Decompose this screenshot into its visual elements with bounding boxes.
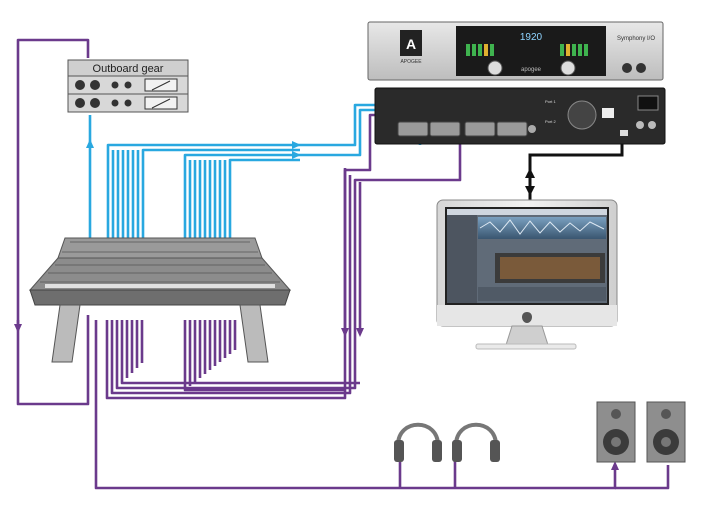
speaker-right: [646, 401, 686, 463]
brand-text: APOGEE: [400, 59, 422, 65]
mixing-console: [28, 237, 292, 363]
rear-port1-label: Port 1: [545, 99, 556, 104]
blue-arrow-upper: [292, 141, 301, 149]
center-logo: apogee: [521, 67, 542, 73]
outboard-return-cable: [16, 38, 90, 406]
symphony-io-rear: Port 1 Port 2: [374, 87, 666, 145]
front-knob-left: [487, 60, 503, 76]
brand-mark: A: [406, 36, 416, 52]
blue-arrow-lower: [292, 151, 301, 159]
black-arrow-up: [525, 168, 535, 178]
monitor-output-cable-2: [615, 465, 670, 490]
purple-arrow-mid-1: [341, 328, 349, 337]
headphone-jack-2: [636, 63, 646, 73]
outboard-gear-label: Outboard gear: [93, 63, 164, 75]
usb-cable: [528, 138, 624, 205]
purple-arrow-mid-2: [356, 328, 364, 337]
model-name: Symphony I/O: [617, 36, 655, 42]
symphony-io-front: A APOGEE 1920 apogee Symphony I/O: [367, 21, 664, 81]
purple-cable-group: [16, 38, 670, 490]
headphones-1: [394, 422, 442, 462]
purple-arrow-speaker: [611, 461, 619, 470]
monitor-output-cable: [94, 320, 617, 490]
sample-rate-display: 1920: [520, 32, 543, 43]
black-arrow-down: [525, 186, 535, 196]
purple-arrow-left: [14, 324, 22, 333]
apple-logo-icon: [522, 312, 532, 323]
headphones-2: [452, 422, 500, 462]
level-meters: [466, 44, 588, 56]
outboard-gear: Outboard gear: [67, 59, 189, 113]
headphone-jack-1: [622, 63, 632, 73]
rear-port2-label: Port 2: [545, 119, 556, 124]
imac-computer: [436, 199, 618, 350]
front-knob-right: [560, 60, 576, 76]
blue-arrow-outboard: [86, 139, 94, 148]
rear-fan: [567, 100, 597, 130]
speaker-left: [596, 401, 636, 463]
